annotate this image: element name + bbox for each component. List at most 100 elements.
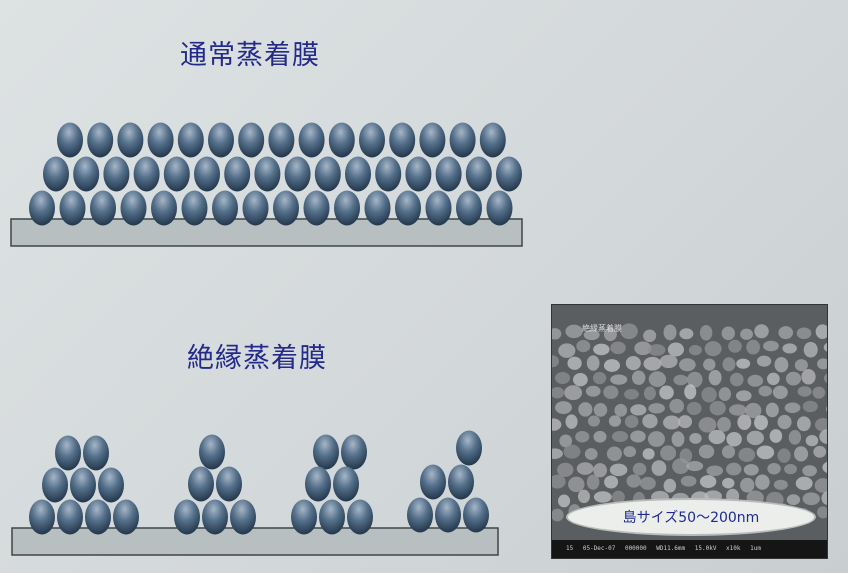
sem-grain [609,463,628,477]
sem-grain [606,446,622,462]
normal-film-title: 通常蒸着膜 [180,40,320,71]
sem-grain [558,343,576,358]
grain [425,190,452,226]
grain [359,122,385,158]
grain [230,499,256,535]
sem-grain [687,371,703,388]
sem-grain [814,478,827,493]
sem-grain [643,386,656,401]
sem-grain [803,341,818,358]
grain [435,156,462,192]
sem-grain [608,415,622,427]
sem-grain [718,387,732,401]
sem-grain [754,324,769,339]
sem-grain [552,418,562,431]
grain [202,499,228,535]
insulating-film-grains [29,430,489,535]
grain [87,122,114,158]
sem-grain [634,341,652,356]
sem-grain [801,368,816,385]
sem-grain [726,462,742,476]
sem-grain [603,359,621,372]
sem-grain [603,385,619,399]
grain [268,122,295,158]
sem-grain [746,430,764,446]
sem-grain [564,385,583,401]
sem-grain [721,445,736,459]
grain [420,464,446,500]
sem-grain [659,354,678,369]
sem-grain [673,374,688,386]
grain [188,466,214,502]
sem-grain [684,384,697,400]
sem-grain [558,494,571,508]
grain [298,122,325,158]
grain [341,434,367,470]
sem-grain [552,386,565,399]
grain [319,499,345,535]
sem-grain [747,374,764,387]
sem-grain [554,372,571,385]
sem-grain [740,328,753,340]
sem-grain [667,342,685,357]
sem-grain [785,371,802,386]
sem-grain [620,323,638,340]
sem-grain [626,474,642,488]
sem-grain [575,430,590,443]
grain [174,499,200,535]
grain [345,156,371,192]
sem-grain [769,429,783,443]
sem-grain [698,444,715,459]
grain [364,190,391,226]
sem-image: 絶縁蒸着膜 島サイズ50～200nm 15 05-Dec-07 000000 W… [551,304,828,559]
sem-grain [814,417,827,432]
grain [303,190,330,226]
grain [199,434,225,470]
grain [70,467,96,503]
sem-grain [624,389,639,400]
sem-grain [576,340,591,353]
sem-grain [552,328,562,340]
sem-grain [593,491,612,503]
grain [496,156,522,192]
sem-grain [784,464,797,475]
grain [212,190,238,226]
sem-grain [699,475,717,489]
grain [305,466,331,502]
sem-grain [698,417,717,433]
sem-grain [563,444,581,459]
sem-grain [746,339,761,355]
sem-grain [577,489,590,504]
sem-grain [774,356,789,373]
sem-grain [788,429,802,445]
sem-grain [679,358,696,372]
grain [254,156,281,192]
sem-grain [802,400,818,413]
sem-grain [584,448,598,461]
sem-grain [797,416,811,432]
sem-grain [802,465,817,477]
grain [448,464,474,500]
sem-grain [786,494,801,506]
sem-grain [722,477,735,489]
sem-grain [717,416,731,432]
sem-grain [794,359,808,372]
grain [163,156,190,192]
grain [42,467,68,503]
sem-grain [578,402,593,417]
sem-grain [765,402,779,418]
sem-grain [813,445,827,458]
sem-grain [784,402,801,413]
grain [224,156,251,192]
sem-grain [576,462,594,475]
grain [407,497,433,533]
sem-grain [686,401,702,416]
grain [291,499,317,535]
sem-grain [592,371,607,385]
sem-grain [555,401,572,414]
sem-grain [763,340,779,352]
insulating-film-title: 絶縁蒸着膜 [187,343,327,374]
grain [347,499,373,535]
sem-grain [552,508,564,522]
